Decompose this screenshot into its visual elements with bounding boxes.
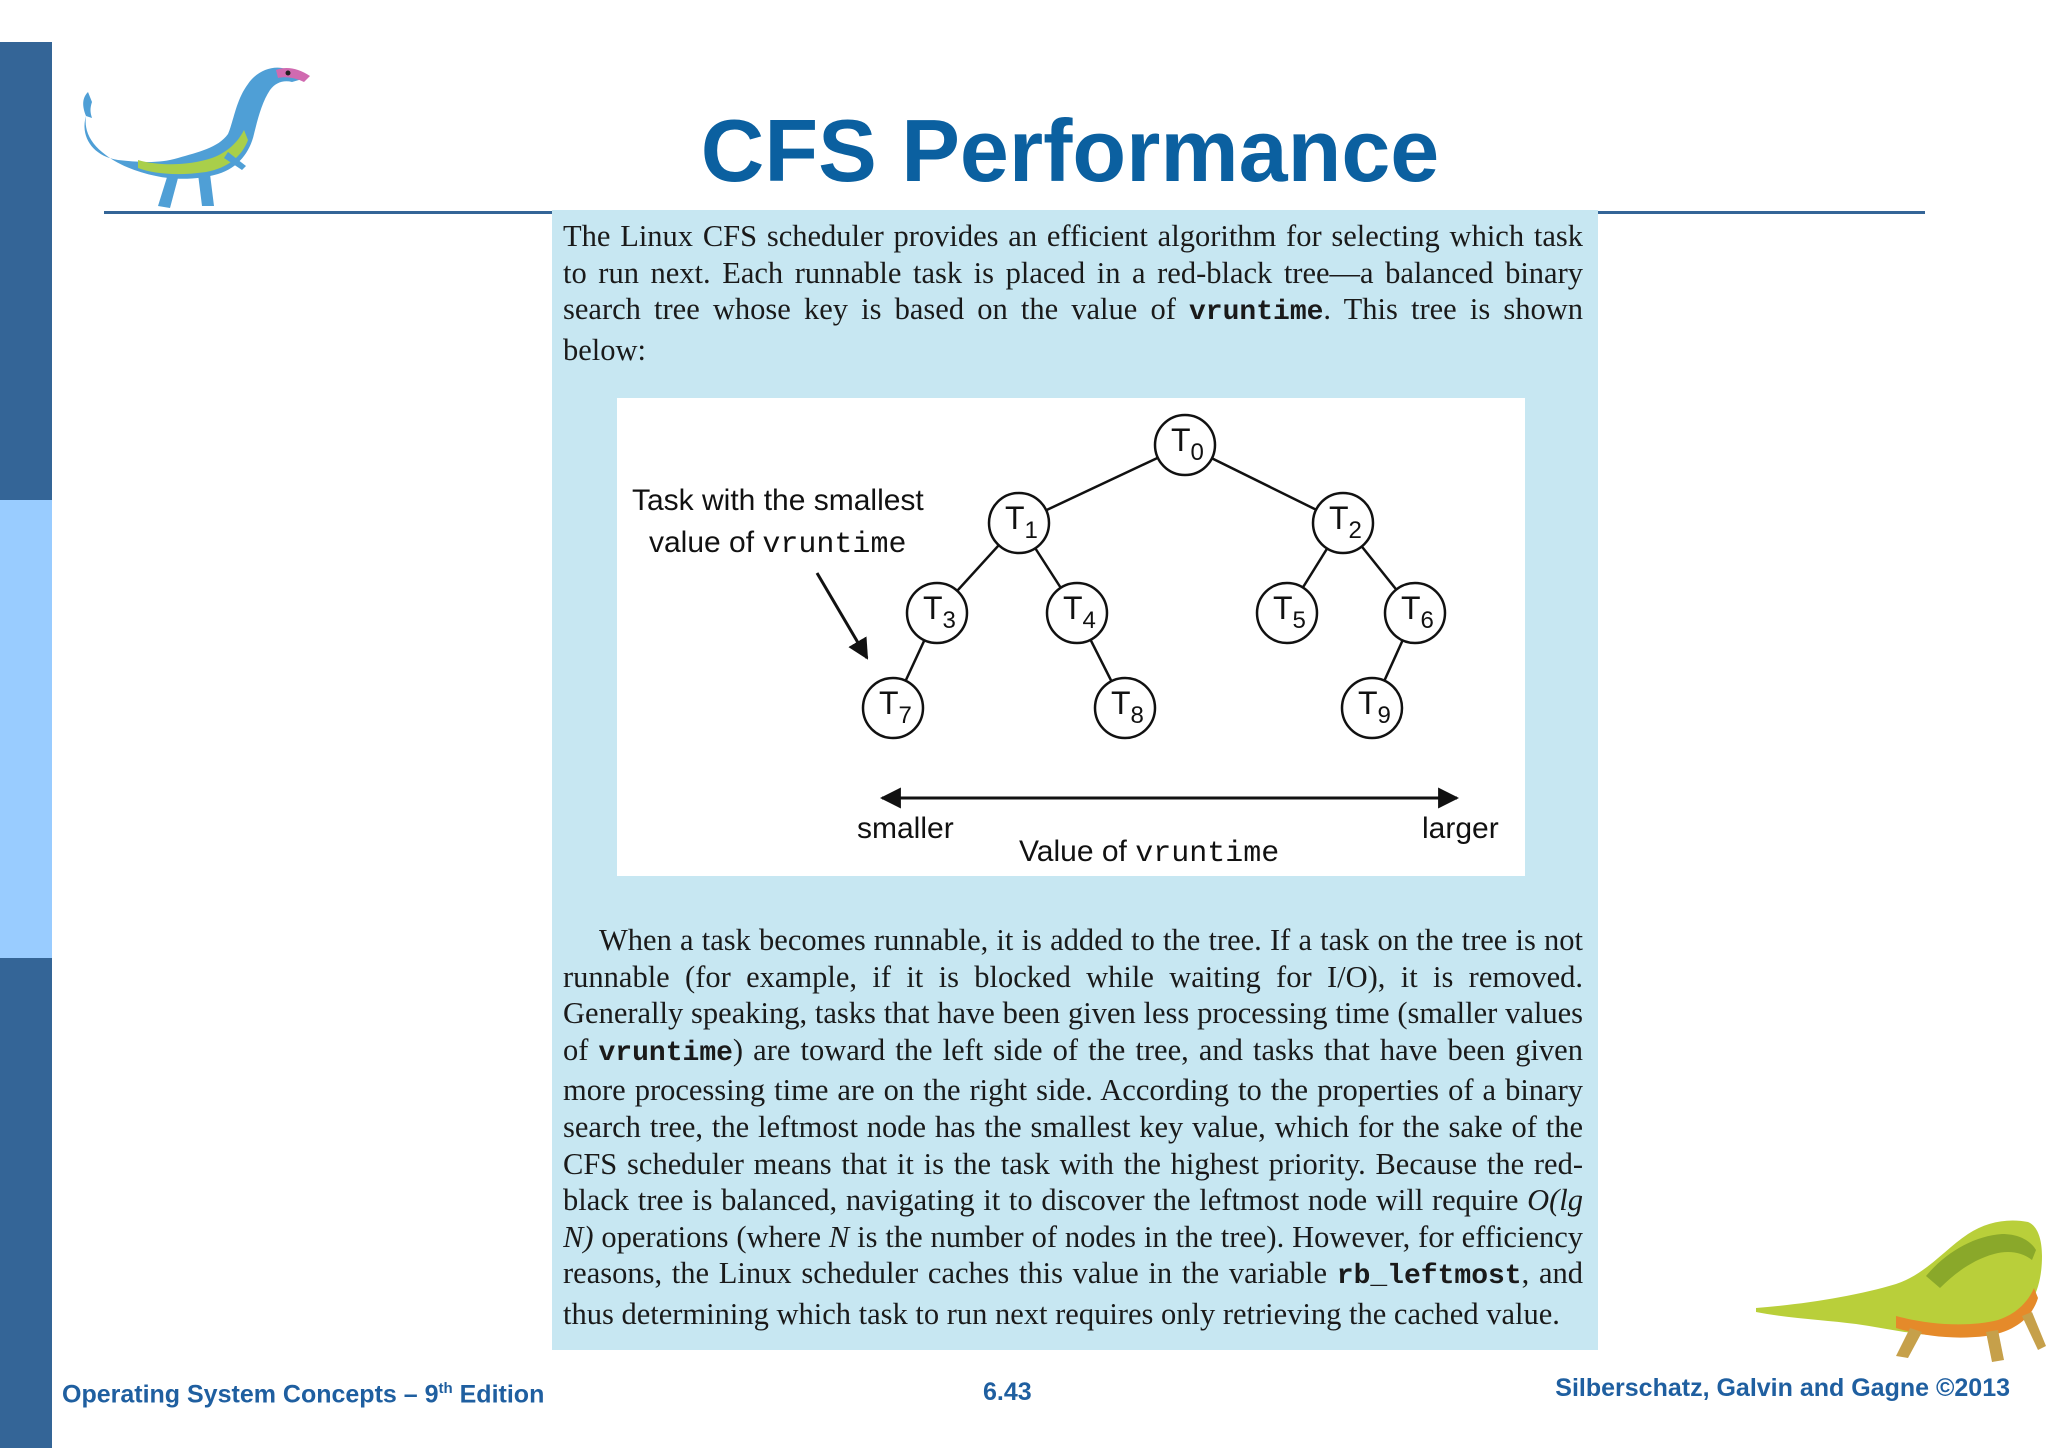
tree-node-t3: T3	[905, 581, 969, 645]
tree-node-t0: T0	[1153, 413, 1217, 477]
tree-node-t1: T1	[987, 491, 1051, 555]
slide-title: CFS Performance	[700, 101, 1440, 200]
tree-node-label: T5	[1273, 590, 1306, 634]
tree-node-t7: T7	[861, 676, 925, 740]
tree-node-circle	[1383, 581, 1447, 645]
sidebar-band-middle	[0, 500, 52, 958]
callout-line1: Task with the smallest	[632, 484, 924, 517]
axis-title: Value of vruntime	[1019, 835, 1279, 871]
sidebar-band-bottom	[0, 958, 52, 1448]
explanation-text-5: , and thus determining which task to run…	[563, 1256, 1583, 1331]
sidebar-band-top	[0, 42, 52, 500]
tree-node-label: T8	[1111, 685, 1144, 729]
big-o: O	[1527, 1183, 1550, 1218]
tree-node-circle	[1255, 581, 1319, 645]
explanation-text-3: operations (where	[593, 1219, 829, 1254]
explanation-paragraph: When a task becomes runnable, it is adde…	[563, 922, 1583, 1356]
footer-book-title: Operating System Concepts – 9th Edition	[62, 1380, 544, 1409]
intro-paragraph: The Linux CFS scheduler provides an effi…	[563, 218, 1583, 368]
tree-node-t9: T9	[1340, 676, 1404, 740]
big-o-arg: (lg N)	[563, 1183, 1583, 1254]
tree-node-circle	[987, 491, 1051, 555]
tree-node-circle	[1153, 413, 1217, 477]
intro-text-end: . This tree is shown below:	[563, 292, 1583, 367]
dinosaur-crawling-icon	[1756, 1220, 2046, 1362]
footer-edition-sup: th	[438, 1380, 453, 1397]
footer-edition-text: Edition	[452, 1380, 545, 1409]
dinosaur-standing-icon	[83, 67, 310, 208]
tree-node-label: T6	[1401, 590, 1434, 634]
tree-node-circle	[905, 581, 969, 645]
footer-book-title-text: Operating System Concepts – 9	[62, 1380, 439, 1409]
footer-authors: Silberschatz, Galvin and Gagne ©2013	[1555, 1374, 2010, 1402]
tree-node-circle	[1093, 676, 1157, 740]
tree-node-t8: T8	[1093, 676, 1157, 740]
tree-node-circle	[1340, 676, 1404, 740]
explanation-text-4: is the number of nodes in the tree). How…	[563, 1219, 1583, 1291]
callout-line2: value of vruntime	[649, 526, 906, 562]
tree-node-label: T9	[1358, 685, 1391, 729]
tree-node-label: T1	[1005, 500, 1038, 544]
callout-arrow	[815, 572, 869, 660]
tree-node-label: T4	[1063, 590, 1096, 634]
tree-node-circle	[1045, 581, 1109, 645]
math-n: N	[828, 1219, 850, 1254]
rb-leftmost-code: rb_leftmost	[1336, 1261, 1522, 1293]
tree-node-label: T0	[1171, 422, 1204, 466]
explanation-text-1: When a task becomes runnable, it is adde…	[563, 923, 1583, 1067]
page-number: 6.43	[983, 1378, 1032, 1406]
axis-left-label: smaller	[857, 812, 954, 845]
title-underline-left	[104, 211, 552, 214]
tree-node-label: T7	[879, 685, 912, 729]
tree-node-circle	[861, 676, 925, 740]
title-underline-right	[1598, 211, 1925, 214]
tree-node-t5: T5	[1255, 581, 1319, 645]
tree-node-t4: T4	[1045, 581, 1109, 645]
tree-node-label: T3	[923, 590, 956, 634]
explanation-text-2: ) are toward the left side of the tree, …	[563, 1032, 1583, 1218]
vruntime-code: vruntime	[1189, 297, 1324, 328]
tree-node-t6: T6	[1383, 581, 1447, 645]
tree-node-circle	[1311, 491, 1375, 555]
tree-node-t2: T2	[1311, 491, 1375, 555]
intro-text-start: The Linux CFS scheduler provides an effi…	[563, 219, 1583, 326]
axis-right-label: larger	[1422, 812, 1499, 845]
tree-node-label: T2	[1329, 500, 1362, 544]
vruntime-code-2: vruntime	[598, 1037, 733, 1069]
